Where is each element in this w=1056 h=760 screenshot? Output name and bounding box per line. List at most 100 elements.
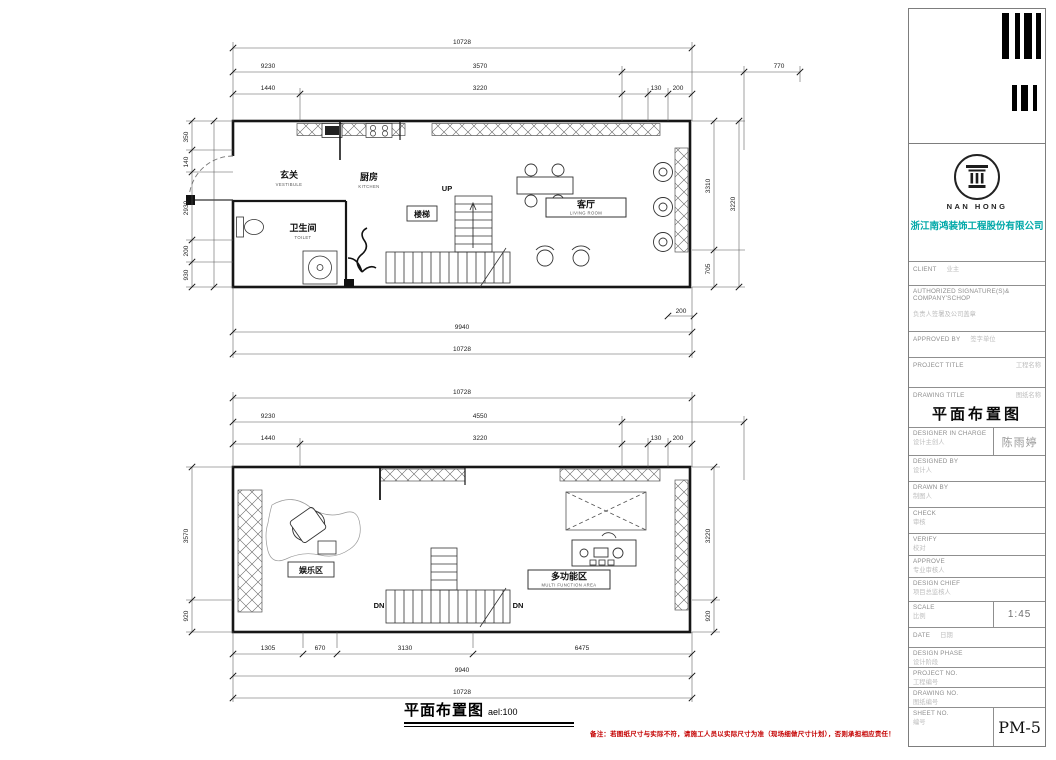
- plants-right: [653, 162, 673, 252]
- company-name: 浙江南鸿装饰工程股份有限公司: [910, 221, 1044, 232]
- lounge-chairs: [535, 245, 591, 267]
- auth-label: AUTHORIZED SIGNATURE(S)& COMPANY'SCHOP: [913, 288, 1010, 302]
- svg-text:1440: 1440: [261, 85, 276, 92]
- fold-mark: [1024, 13, 1032, 59]
- svg-text:140: 140: [183, 156, 190, 167]
- check-label-cn: 审核: [913, 519, 926, 526]
- svg-text:6475: 6475: [575, 645, 590, 652]
- svg-text:MULTI FUNCTION AREA: MULTI FUNCTION AREA: [542, 583, 597, 588]
- right-shaft-hatch-upper: [674, 147, 689, 253]
- kitchen-label: 厨房: [360, 171, 378, 182]
- svg-text:10728: 10728: [453, 346, 471, 353]
- fold-mark: [1033, 85, 1037, 111]
- upper-dimensions: 10728 9230 3570 770 1440 3220 130 200 35…: [183, 39, 804, 358]
- svg-text:920: 920: [705, 610, 712, 621]
- rug-outline: [265, 499, 361, 562]
- svg-text:1305: 1305: [261, 645, 276, 652]
- drawing-title-label: DRAWING TITLE: [913, 392, 965, 399]
- svg-text:客厅: 客厅: [576, 199, 595, 210]
- field-project-title: PROJECT TITLE 工程名称: [909, 357, 1045, 387]
- field-client: CLIENT 业主: [909, 261, 1045, 285]
- field-drawing-title: DRAWING TITLE 图纸名称 平面布置图: [909, 387, 1045, 427]
- fold-mark: [1002, 13, 1009, 59]
- armchair: [289, 507, 327, 543]
- shower-fixture: [302, 250, 338, 285]
- verify-label: VERIFY: [913, 536, 937, 543]
- svg-text:705: 705: [705, 263, 712, 274]
- drawing-title-value: 平面布置图: [931, 406, 1022, 423]
- svg-text:3220: 3220: [473, 85, 488, 92]
- logo-wordmark: NAN HONG: [946, 202, 1008, 211]
- stairs-upper: [385, 195, 511, 288]
- kitchen-label-en: KITCHEN: [358, 184, 379, 189]
- designed-by-label: DESIGNED BY: [913, 458, 959, 465]
- svg-text:3570: 3570: [183, 528, 190, 543]
- vestibule-label: 玄关: [280, 169, 298, 180]
- field-check: CHECK 审核: [909, 507, 1045, 533]
- design-phase-label: DESIGN PHASE: [913, 650, 963, 657]
- drawing-no-label-cn: 图纸编号: [913, 699, 939, 706]
- drawn-by-label: DRAWN BY: [913, 484, 949, 491]
- upper-floor-plan: 楼梯 客厅 LIVING ROOM 玄关 VESTIBULE 厨房: [186, 119, 692, 289]
- caption-rule-thin: [404, 726, 574, 727]
- field-design-phase: DESIGN PHASE 设计阶段: [909, 647, 1045, 667]
- svg-text:3220: 3220: [473, 435, 488, 442]
- field-verify: VERIFY 校对: [909, 533, 1045, 555]
- field-design-chief: DESIGN CHIEF 项目总监核人: [909, 577, 1045, 601]
- caption-title: 平面布置图: [404, 702, 485, 719]
- svg-text:10728: 10728: [453, 39, 471, 46]
- field-approve: APPROVE 专业审核人: [909, 555, 1045, 577]
- project-title-label: PROJECT TITLE: [913, 362, 964, 369]
- svg-text:9230: 9230: [261, 63, 276, 70]
- remark-note: 备注：若图纸尺寸与实际不符，请施工人员以实际尺寸为准（现场细做尺寸计划），否则承…: [590, 728, 895, 738]
- kitchen-sink-icon: [321, 123, 343, 138]
- svg-text:3220: 3220: [730, 196, 737, 211]
- sheet-no-label-cn: 编号: [913, 719, 926, 726]
- desk-set: [571, 532, 637, 567]
- toilet-label-en: TOILET: [295, 235, 312, 240]
- vestibule-label-en: VESTIBULE: [276, 182, 303, 187]
- svg-text:多功能区: 多功能区: [551, 571, 587, 582]
- check-label: CHECK: [913, 510, 937, 517]
- scale-value: 1:45: [1007, 609, 1032, 620]
- field-designer-in-charge: DESIGNER IN CHARGE 设计主创人 陈雨婷: [909, 427, 1045, 455]
- field-drawing-no: DRAWING NO. 图纸编号: [909, 687, 1045, 707]
- drawn-by-label-cn: 制图人: [913, 493, 932, 500]
- entry-door: [186, 155, 235, 205]
- field-designed-by: DESIGNED BY 设计人: [909, 455, 1045, 481]
- svg-text:4550: 4550: [473, 413, 488, 420]
- design-phase-label-cn: 设计阶段: [913, 659, 939, 666]
- toilet-fixture: [236, 216, 264, 238]
- designer-label-cn: 设计主创人: [913, 439, 945, 446]
- interior-walls-upper: [233, 121, 401, 287]
- approved-by-label-cn: 签字单位: [970, 336, 996, 343]
- svg-text:9230: 9230: [261, 413, 276, 420]
- fold-mark: [1012, 85, 1017, 111]
- project-no-label: PROJECT NO.: [913, 670, 958, 677]
- svg-text:200: 200: [676, 308, 687, 315]
- title-block: NAN HONG 浙江南鸿装饰工程股份有限公司 CLIENT 业主 AUTHOR…: [908, 8, 1046, 747]
- fold-marks-area: [909, 9, 1045, 144]
- equipment-icons: [589, 559, 615, 566]
- svg-text:9940: 9940: [455, 667, 470, 674]
- svg-text:670: 670: [315, 645, 326, 652]
- sheet-no-label: SHEET NO.: [913, 710, 949, 717]
- svg-text:770: 770: [774, 63, 785, 70]
- svg-text:2930: 2930: [183, 200, 190, 215]
- project-title-label-cn: 工程名称: [1015, 362, 1041, 369]
- living-room-label: 客厅 LIVING ROOM: [545, 197, 627, 218]
- caption-scale: ael:100: [488, 707, 518, 717]
- cabinet-hatch-lower: [237, 468, 689, 613]
- svg-text:130: 130: [651, 435, 662, 442]
- design-chief-label: DESIGN CHIEF: [913, 580, 961, 587]
- field-authorized-signature: AUTHORIZED SIGNATURE(S)& COMPANY'SCHOP 负…: [909, 285, 1045, 331]
- svg-text:1440: 1440: [261, 435, 276, 442]
- approve-label-cn: 专业审核人: [913, 567, 945, 574]
- dn-label-right: DN: [513, 601, 524, 610]
- svg-text:350: 350: [183, 131, 190, 142]
- svg-text:9940: 9940: [455, 324, 470, 331]
- interior-walls-lower: [379, 467, 466, 500]
- dim-texts-upper: 10728 9230 3570 770 1440 3220 130 200 35…: [183, 39, 785, 353]
- date-label: DATE: [913, 632, 931, 639]
- caption-rule-thick: [404, 722, 574, 724]
